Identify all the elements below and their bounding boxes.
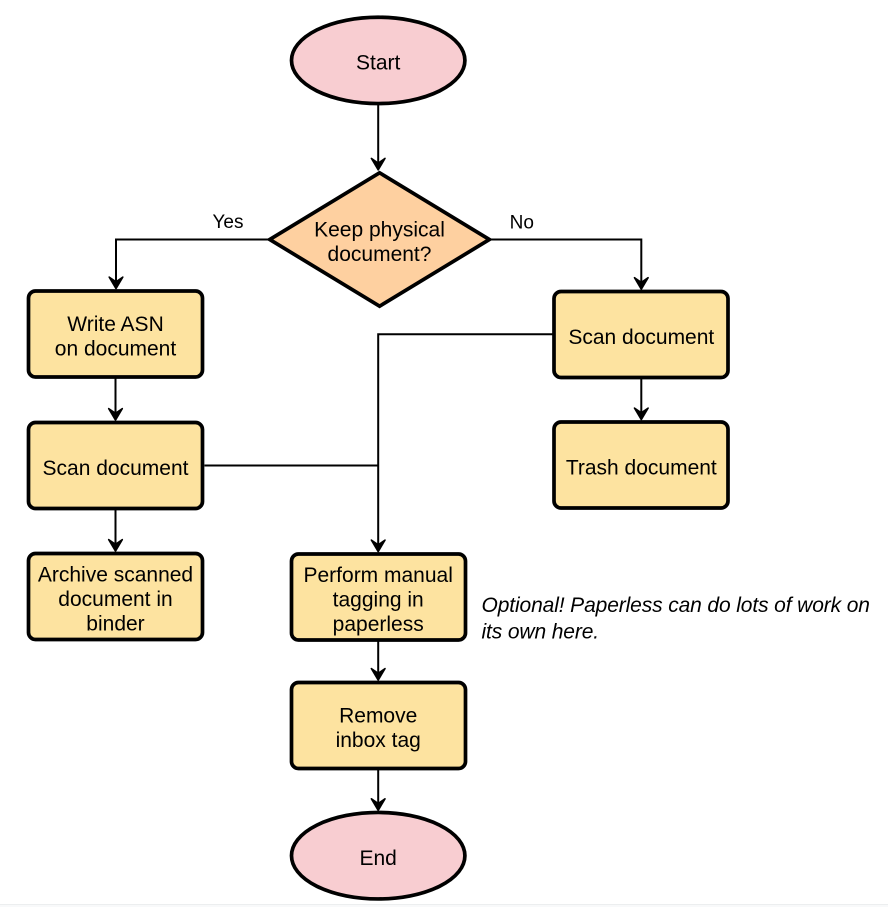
svg-text:Write ASN: Write ASN	[67, 313, 163, 336]
svg-text:paperless: paperless	[333, 613, 424, 636]
svg-text:Optional! Paperless can do lot: Optional! Paperless can do lots of work …	[482, 594, 870, 617]
svg-text:No: No	[510, 213, 534, 234]
svg-text:on document: on document	[55, 338, 177, 361]
svg-text:Archive scanned: Archive scanned	[38, 563, 193, 586]
svg-text:End: End	[360, 847, 397, 870]
svg-text:binder: binder	[86, 612, 144, 635]
svg-text:Remove: Remove	[339, 705, 417, 728]
svg-text:Scan document: Scan document	[43, 457, 189, 480]
svg-text:Trash document: Trash document	[566, 456, 717, 479]
svg-text:its own here.: its own here.	[482, 621, 600, 644]
svg-text:document in: document in	[58, 588, 172, 611]
svg-text:document?: document?	[328, 243, 432, 266]
svg-text:Perform manual: Perform manual	[304, 564, 453, 587]
svg-text:Scan document: Scan document	[568, 326, 714, 349]
svg-text:Start: Start	[356, 52, 401, 75]
svg-text:Yes: Yes	[213, 212, 244, 233]
svg-text:Keep physical: Keep physical	[314, 219, 445, 242]
svg-text:inbox tag: inbox tag	[336, 729, 421, 752]
svg-text:tagging in: tagging in	[333, 588, 424, 611]
